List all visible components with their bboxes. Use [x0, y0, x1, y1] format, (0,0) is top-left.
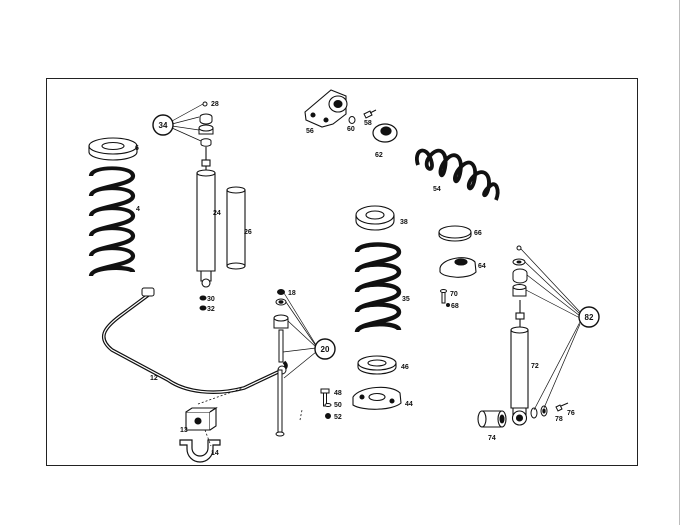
callout-48: 48 [334, 390, 342, 397]
callout-32: 32 [207, 306, 215, 313]
callout-56: 56 [306, 128, 314, 135]
callout-12: 12 [150, 375, 158, 382]
callout-58: 58 [364, 120, 372, 127]
stabilizer-bar-12-core [103, 292, 279, 393]
bushing-74 [477, 410, 507, 428]
callout-70: 70 [450, 291, 458, 298]
plate-44 [352, 386, 402, 410]
svg-text:20: 20 [321, 345, 330, 354]
bolt-58 [363, 109, 377, 119]
coil-spring-35-highlight [359, 246, 397, 313]
group-ref-82: 82 [578, 306, 600, 328]
callout-14: 14 [211, 450, 219, 457]
group-ref-34: 34 [152, 114, 174, 136]
bump-stop-26 [226, 186, 246, 270]
callout-24: 24 [213, 210, 221, 217]
pad-66 [438, 225, 472, 242]
spring-seat-6 [88, 137, 138, 161]
mount-62 [372, 123, 398, 143]
coil-spring-4 [88, 166, 136, 277]
callout-64: 64 [478, 263, 486, 270]
coil-spring-4-highlight [93, 170, 131, 257]
link-parts-20 [273, 289, 289, 363]
mount-64 [439, 257, 477, 278]
callout-76: 76 [567, 410, 575, 417]
callout-52: 52 [334, 414, 342, 421]
coil-spring-54 [415, 148, 500, 201]
callout-4: 4 [136, 206, 140, 213]
bolt-76 [555, 402, 569, 412]
callout-78: 78 [555, 416, 563, 423]
callout-46: 46 [401, 364, 409, 371]
callout-44: 44 [405, 401, 413, 408]
rubber-mount-13 [185, 406, 218, 431]
bracket-14 [179, 439, 221, 463]
callout-54: 54 [433, 186, 441, 193]
callout-60: 60 [347, 126, 355, 133]
callout-50: 50 [334, 402, 342, 409]
callout-72: 72 [531, 363, 539, 370]
callout-35: 35 [402, 296, 410, 303]
spring-seat-38 [355, 205, 395, 231]
spring-pad-46 [357, 355, 397, 375]
callout-66: 66 [474, 230, 482, 237]
bolts-70-68 [440, 289, 450, 307]
callout-68: 68 [451, 303, 459, 310]
callout-13: 13 [180, 427, 188, 434]
svg-text:34: 34 [159, 121, 168, 130]
callout-38: 38 [400, 219, 408, 226]
callout-26: 26 [244, 229, 252, 236]
group-ref-20: 20 [314, 338, 336, 360]
small-parts-30-32 [199, 295, 207, 311]
callout-18: 18 [288, 290, 296, 297]
leader-lines [171, 103, 581, 411]
shock-absorber-72 [510, 300, 529, 426]
diagram-frame [46, 78, 638, 466]
mount-parts-34 [198, 101, 214, 147]
callout-30: 30 [207, 296, 215, 303]
dotted-linkage [197, 387, 303, 447]
washers-78 [530, 405, 548, 419]
svg-text:82: 82 [585, 313, 594, 322]
callout-28: 28 [211, 101, 219, 108]
shock-absorber-24 [196, 147, 216, 288]
callout-6: 6 [135, 145, 139, 152]
mount-parts-82 [512, 245, 528, 297]
bracket-56 [304, 89, 348, 128]
long-bolt [275, 369, 285, 437]
washers-50-52 [324, 403, 332, 419]
coil-spring-35 [354, 242, 402, 334]
callout-62: 62 [375, 152, 383, 159]
callout-74: 74 [488, 435, 496, 442]
nut-60 [348, 116, 356, 124]
page-edge-line [679, 0, 680, 525]
